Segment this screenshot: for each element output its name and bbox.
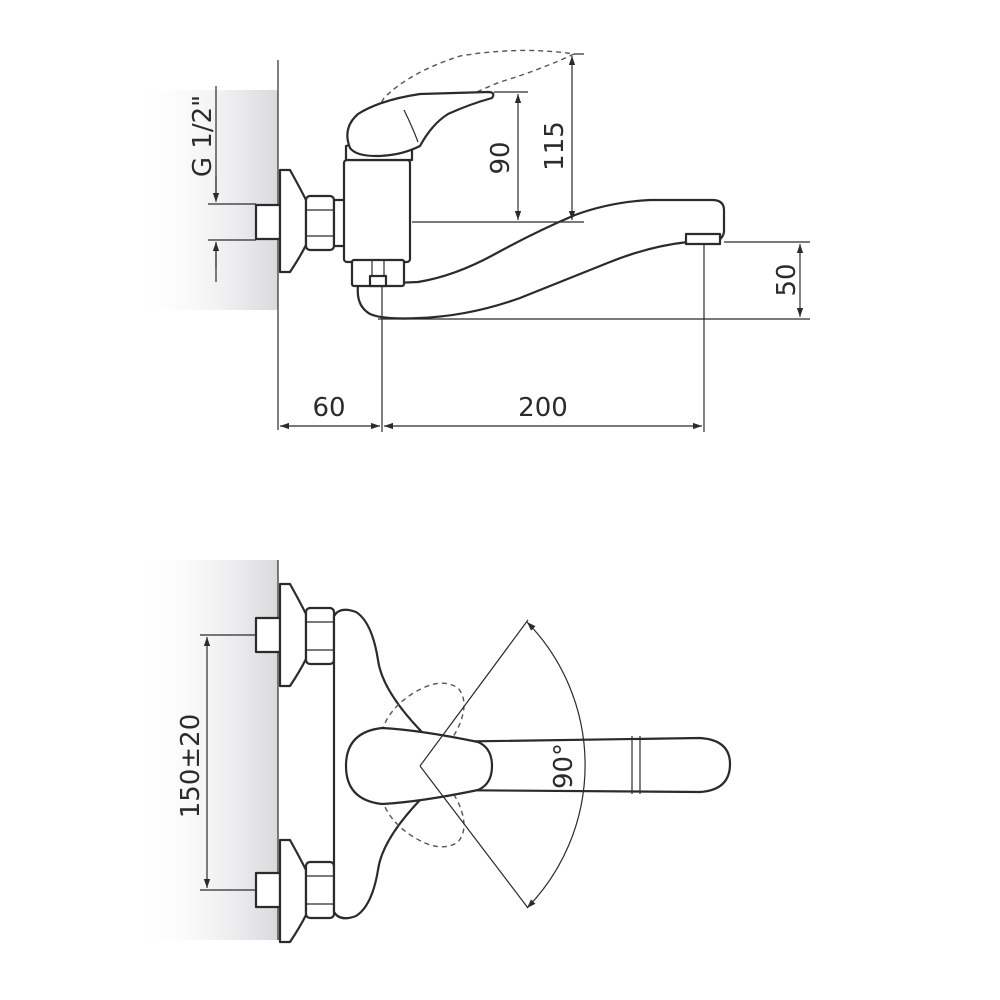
body-side bbox=[342, 158, 412, 264]
swivel-angle-arc bbox=[526, 621, 586, 909]
top-view: 90° 150±20 bbox=[176, 560, 732, 944]
aerator-side bbox=[684, 232, 722, 246]
hex-nut-side bbox=[304, 194, 336, 252]
wall-shade-top bbox=[130, 90, 278, 310]
wall-flange-upper bbox=[278, 582, 308, 688]
inlet-pipe-side bbox=[254, 203, 282, 241]
dim-spout-reach: 200 bbox=[518, 393, 568, 423]
dim-inlet-spacing: 150±20 bbox=[176, 714, 206, 819]
dim-wall-offset: 60 bbox=[312, 393, 345, 423]
wall-flange-lower bbox=[278, 838, 308, 944]
spout-side bbox=[356, 198, 726, 320]
dim-spout-height: 50 bbox=[772, 263, 802, 296]
hex-nut-lower bbox=[304, 860, 336, 920]
inlet-pipe-upper bbox=[254, 616, 282, 654]
wall-flange-side bbox=[278, 168, 308, 274]
dim-thread: G 1/2" bbox=[188, 95, 218, 177]
dim-swivel-angle: 90° bbox=[549, 743, 579, 789]
hex-nut-upper bbox=[304, 606, 336, 666]
inlet-pipe-lower bbox=[254, 871, 282, 909]
dim-lever-raised-height: 115 bbox=[540, 121, 570, 171]
dim-lever-height: 90 bbox=[486, 141, 516, 174]
lever-top bbox=[344, 726, 494, 806]
lever-side bbox=[346, 90, 495, 158]
side-view: 90 115 50 G 1/2" 60 200 bbox=[188, 49, 810, 432]
spout-top bbox=[428, 736, 732, 794]
